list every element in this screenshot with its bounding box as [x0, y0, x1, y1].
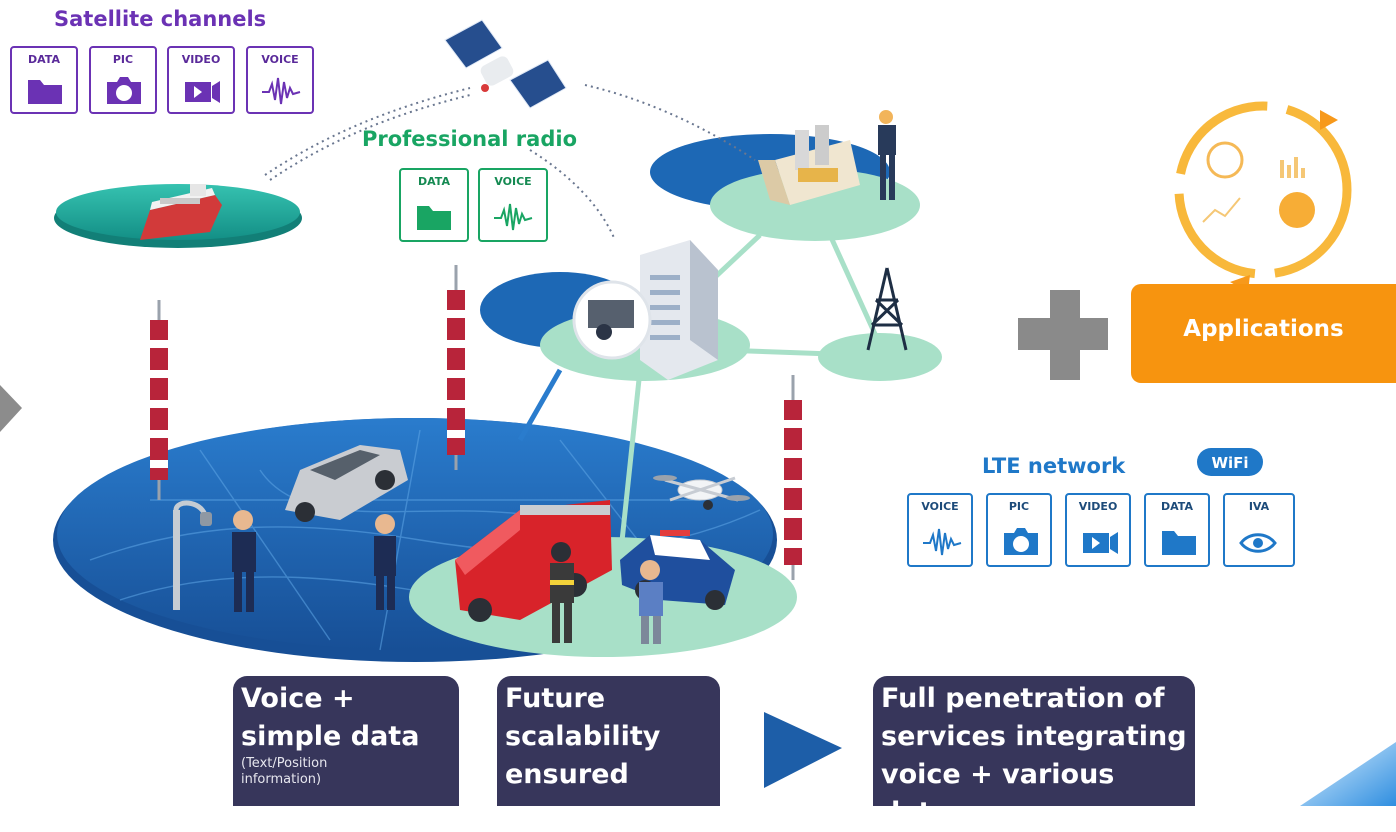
radio-title: Professional radio — [362, 127, 577, 151]
lte-voice-box: VOICE — [907, 493, 973, 567]
radio-tower-right — [784, 375, 802, 580]
radio-tower-left — [150, 300, 168, 500]
lte-voice-label: VOICE — [921, 500, 959, 513]
radio-data-label: DATA — [418, 175, 450, 188]
officer-left — [232, 510, 256, 612]
ship-icon — [140, 184, 222, 240]
lattice-tower-icon — [866, 267, 908, 351]
satellite-voice-box: VOICE — [246, 46, 314, 114]
car-icon — [285, 445, 408, 522]
waveform-icon — [262, 77, 301, 105]
street-lamp-icon — [173, 500, 212, 610]
satellite-video-label: VIDEO — [181, 53, 221, 66]
satellite-data-box: DATA — [10, 46, 78, 114]
satellite-pic-box: PIC — [89, 46, 157, 114]
folder-icon — [417, 206, 451, 230]
eye-icon — [1239, 533, 1277, 553]
future-scalability-box: Future scalability ensured — [497, 676, 720, 806]
radio-data-box: DATA — [399, 168, 469, 242]
network-illustration: WiFi — [0, 19, 1396, 806]
satellite-icon — [444, 19, 567, 109]
lte-iva-box: IVA — [1223, 493, 1295, 567]
waveform-icon — [494, 203, 533, 231]
box1-sub2: information) — [241, 772, 322, 787]
lte-data-label: DATA — [1161, 500, 1193, 513]
folder-icon — [1162, 531, 1196, 555]
voice-simple-data-box: Voice + simple data (Text/Position infor… — [233, 676, 459, 806]
lte-pic-box: PIC — [986, 493, 1052, 567]
lte-pic-label: PIC — [1008, 500, 1030, 513]
box1-line2: simple data — [241, 721, 420, 752]
left-arrow-icon — [0, 385, 22, 432]
wifi-icon — [1197, 448, 1263, 476]
radio-tower-center — [447, 265, 465, 470]
officer-right — [374, 514, 396, 610]
box1-line1: Voice + — [241, 683, 355, 714]
waveform-icon — [923, 528, 962, 556]
box2-line2: scalability — [505, 721, 661, 752]
applications-cycle-icon — [1174, 101, 1352, 292]
satellite-data-label: DATA — [28, 53, 60, 66]
camera-icon — [107, 77, 141, 104]
lte-video-box: VIDEO — [1065, 493, 1131, 567]
lte-title: LTE network — [982, 454, 1126, 478]
camera-icon — [1004, 528, 1038, 555]
plus-icon — [1018, 290, 1108, 380]
box3-line1: Full penetration of — [881, 683, 1165, 714]
radio-voice-box: VOICE — [478, 168, 548, 242]
firefighter-icon — [550, 542, 574, 643]
policeman-icon — [639, 560, 663, 644]
industry-disc — [710, 169, 920, 241]
drone-icon — [653, 475, 750, 510]
applications-box — [1131, 284, 1396, 383]
radio-voice-label: VOICE — [494, 175, 532, 188]
tower-disc — [818, 333, 942, 381]
video-icon — [185, 81, 220, 103]
factory-icon — [758, 125, 860, 205]
applications-label: Applications — [1183, 316, 1344, 342]
next-arrow-icon — [764, 712, 842, 788]
wifi-badge-text: WiFi — [1211, 454, 1248, 472]
lte-video-label: VIDEO — [1078, 500, 1118, 513]
engineer-icon — [878, 110, 896, 200]
folder-icon — [28, 80, 62, 104]
building-icon — [640, 240, 718, 380]
box3-line3: voice + various data — [881, 759, 1115, 828]
box2-line3: ensured — [505, 759, 629, 790]
box3-line2: services integrating — [881, 721, 1187, 752]
corner-decoration — [1300, 742, 1396, 806]
box1-sub1: (Text/Position — [241, 756, 328, 771]
video-icon — [1083, 532, 1118, 554]
lte-data-box: DATA — [1144, 493, 1210, 567]
box2-line1: Future — [505, 683, 606, 714]
lte-iva-label: IVA — [1248, 500, 1270, 513]
satellite-title: Satellite channels — [54, 7, 267, 31]
satellite-video-box: VIDEO — [167, 46, 235, 114]
satellite-pic-label: PIC — [112, 53, 134, 66]
satellite-voice-label: VOICE — [261, 53, 299, 66]
full-penetration-box: Full penetration of services integrating… — [873, 676, 1195, 828]
